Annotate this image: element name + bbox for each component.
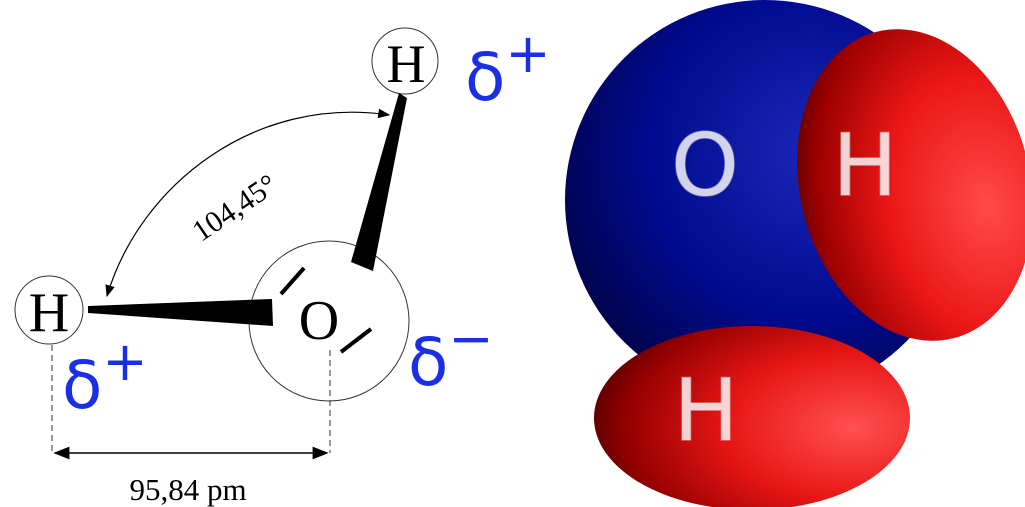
hydrogen-right-sphere-label: H	[833, 116, 898, 216]
hydrogen-sphere-right	[797, 29, 1025, 341]
structural-formula: O H H 104,45° 95,84 pm δ+ δ+ δ−	[14, 22, 551, 507]
hydrogen-left-atom-circle	[14, 275, 84, 345]
oh-bond-wedge-left	[88, 299, 273, 326]
oxygen-label: O	[299, 290, 339, 352]
hydrogen-top-label: H	[387, 34, 426, 94]
bond-angle-label: 104,45°	[186, 168, 283, 248]
hydrogen-bottom-sphere-label: H	[674, 361, 739, 461]
space-filling-model: O H H	[565, 0, 1025, 507]
partial-charge-h-top: δ+	[465, 22, 551, 116]
hydrogen-left-label: H	[29, 282, 69, 344]
oh-bond-wedge-top	[351, 93, 407, 271]
hydrogen-sphere-bottom	[594, 326, 910, 507]
hydrogen-top-atom-circle	[371, 27, 439, 95]
bond-angle-arc	[105, 108, 391, 298]
bond-length-label: 95,84 pm	[129, 472, 246, 507]
partial-charge-h-left: δ+	[62, 330, 148, 424]
oxygen-sphere-label: O	[671, 116, 739, 216]
partial-charge-oxygen: δ−	[408, 307, 494, 401]
lone-pair-line-lower	[339, 327, 373, 354]
